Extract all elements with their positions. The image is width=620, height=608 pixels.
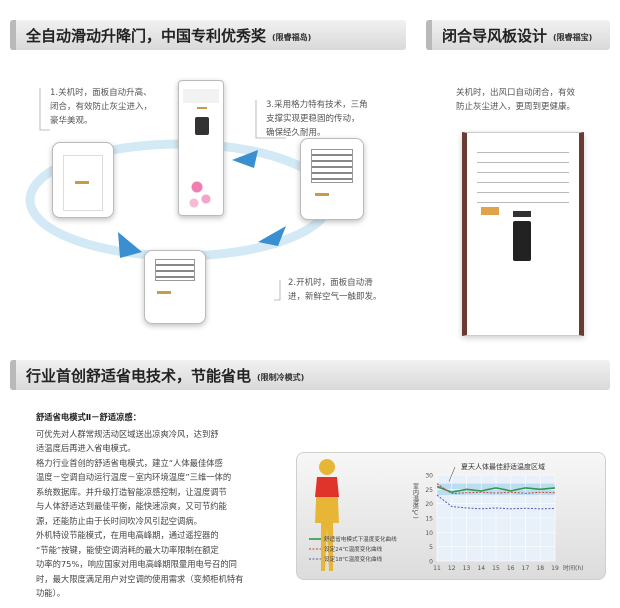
x-tick-label: 13 [463,565,471,572]
series-line [436,483,556,495]
x-tick-label: 14 [477,565,485,572]
series-line [436,485,556,494]
energy-description: 舒适省电模式Ⅱ－舒适凉感： 可优先对人群常规活动区域送出凉爽冷风，达到舒 适温度… [36,410,243,601]
para-line: 系统数据库。并升级打造智能凉感控制，让温度调节 [36,486,227,497]
x-tick-label: 11 [433,565,441,572]
chart-panel: 0 5 10 15 20 25 30 11 12 13 14 15 16 17 18 19 室内温度(℃) 时间(… [296,452,606,580]
banner-louver: 闭合导风板设计 (限睿福宝) [426,20,610,50]
ac-unit-center [178,80,224,216]
y-tick-label: 25 [425,487,433,494]
x-axis-label: 时间(h) [563,564,584,572]
y-tick-label: 5 [429,544,433,551]
note-line: 关机时，出风口自动闭合，有效 [456,88,576,98]
x-tick-label: 15 [492,565,500,572]
ac-unit-bottom [144,250,206,324]
ac-unit-large [462,132,584,336]
note-line: 1.关机时，面板自动升高、 [50,88,152,98]
note-2: 2.开机时，面板自动滑 进，新鲜空气一触即发。 [288,276,382,304]
note-line: 豪华美观。 [50,116,93,126]
arrow-icon [118,232,142,258]
note-line: 防止灰尘进入，更周到更健康。 [456,102,576,112]
para-line: 格力行业首创的舒适省电模式，建立“人体最佳体感 [36,457,223,468]
banner-subtitle: (限制冷模式) [257,372,305,382]
y-tick-label: 30 [425,473,433,480]
note-right: 关机时，出风口自动闭合，有效 防止灰尘进入，更周到更健康。 [456,86,575,114]
para-line: 与人体舒适达到最佳平衡，能快速凉爽，又可节约能 [36,501,227,511]
ac-unit-right [300,138,364,220]
banner-title: 闭合导风板设计 [442,26,548,45]
legend-label: 设定18℃温度变化曲线 [324,555,383,563]
para-line: 温度－空调自动运行温度－室内环境温度”三维一体的 [36,472,232,482]
banner-title: 全自动滑动升降门，中国专利优秀奖 [26,26,267,45]
banner-subtitle: (限睿福岛) [272,32,312,42]
para-line: 外机特设节能模式，在用电高峰期，通过遥控器的 [36,530,219,540]
banner-bar [10,360,16,390]
x-tick-label: 12 [448,565,456,572]
legend-label: 舒适省电模式下温度变化曲线 [324,535,397,543]
note-line: 闭合，有效防止灰尘进入， [50,102,153,112]
banner-doors: 全自动滑动升降门，中国专利优秀奖 (限睿福岛) [10,20,406,50]
arrow-icon [258,226,286,246]
flower-decoration [185,171,215,211]
human-silhouette [315,459,339,571]
note-line: 2.开机时，面板自动滑 [288,278,373,288]
banner-title: 行业首创舒适省电技术，节能省电 [26,366,252,385]
x-tick-label: 18 [536,565,544,572]
note-3: 3.采用格力特有技术，三角 支撑实现更稳固的传动， 确保经久耐用。 [266,98,368,140]
x-tick-label: 16 [507,565,515,572]
temperature-chart: 0 5 10 15 20 25 30 11 12 13 14 15 16 17 18 19 室内温度(℃) 时间(… [309,459,584,572]
banner-energy: 行业首创舒适省电技术，节能省电 (限制冷模式) [10,360,610,390]
banner-subtitle: (限睿福宝) [553,32,593,42]
para-line: 时，最大限度满足用户对空调的使用需求（变频柜机特有 [36,573,244,584]
y-axis-label: 室内温度(℃) [411,482,419,518]
para-line: 源，还能防止由于长时间吹冷风引起空调病。 [36,515,202,526]
note-line: 确保经久耐用。 [266,128,326,138]
para-line: 功率的75%，响应国家对用电高峰期限量用电号召的同 [36,559,237,569]
y-tick-label: 0 [429,559,433,566]
legend-label: 设定24℃温度变化曲线 [324,545,383,553]
note-line: 3.采用格力特有技术，三角 [266,100,368,110]
para-line: 功能）。 [36,588,66,598]
note-line: 进，新鲜空气一触即发。 [288,292,382,302]
para-line: “节能”按键，能使空调消耗的最大功率限制在额定 [36,544,219,555]
y-tick-label: 15 [425,516,433,523]
para-line: 可优先对人群常规活动区域送出凉爽冷风，达到舒 [36,428,219,439]
series-line [436,494,556,510]
section-heading: 舒适省电模式Ⅱ－舒适凉感： [36,412,142,422]
banner-bar [10,20,16,50]
banner-bar [426,20,432,50]
x-tick-label: 17 [522,565,530,572]
ac-unit-left [52,142,114,218]
note-1: 1.关机时，面板自动升高、 闭合，有效防止灰尘进入， 豪华美观。 [50,86,152,128]
para-line: 适温度后再进入省电模式。 [36,443,136,453]
y-tick-label: 10 [425,530,433,537]
title-pointer [448,466,456,482]
chart-title: 夏天人体最佳舒适温度区域 [461,462,545,471]
arrow-icon [232,150,258,168]
note-line: 支撑实现更稳固的传动， [266,114,360,124]
x-tick-label: 19 [551,565,559,572]
y-tick-label: 20 [425,501,433,508]
